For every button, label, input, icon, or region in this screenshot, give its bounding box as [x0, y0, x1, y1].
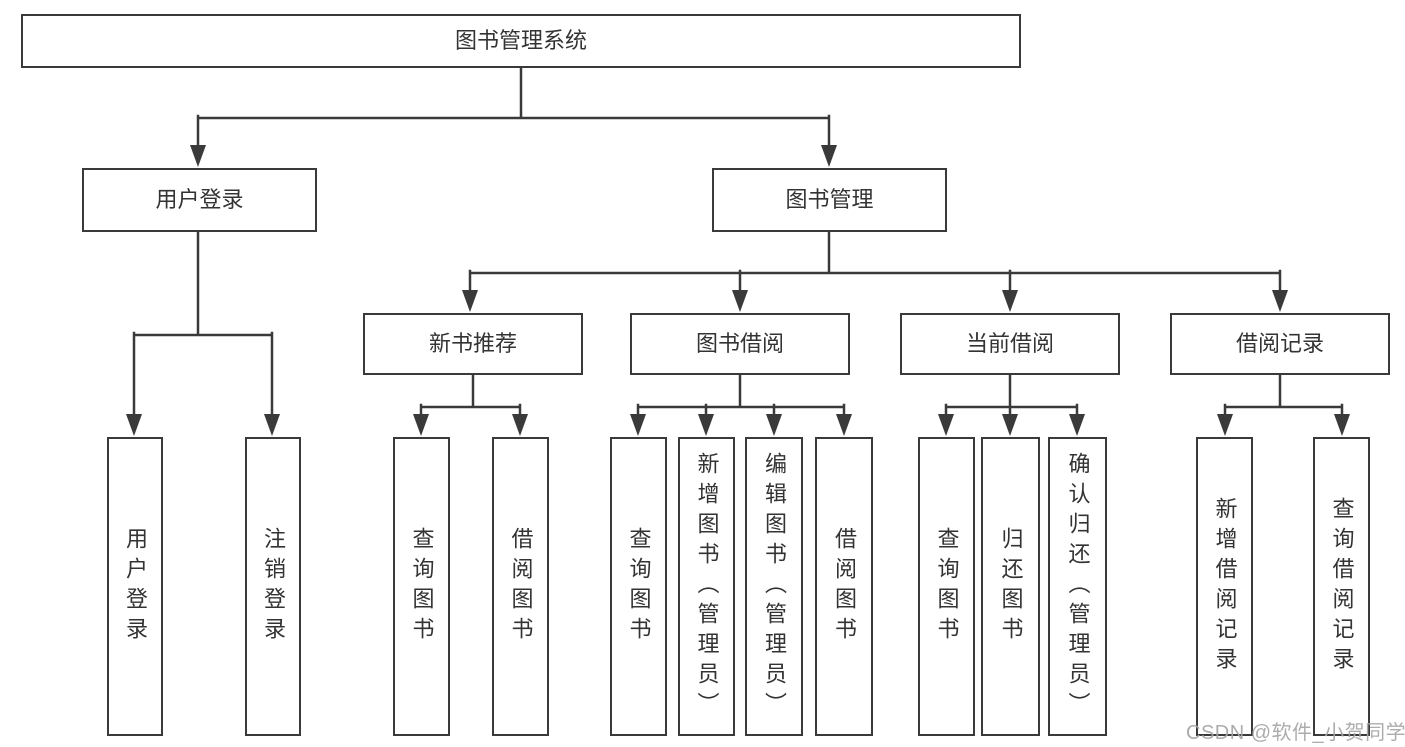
node-root-system: 图书管理系统 — [21, 14, 1021, 68]
node-current-borrow: 当前借阅 — [900, 313, 1120, 375]
leaf-logout: 注销登录 — [245, 437, 301, 736]
node-new-book-recommend: 新书推荐 — [363, 313, 583, 375]
leaf-query-books-recommend: 查询图书 — [393, 437, 450, 736]
leaf-query-borrow-record: 查询借阅记录 — [1313, 437, 1370, 736]
node-user-login: 用户登录 — [82, 168, 317, 232]
node-book-borrow: 图书借阅 — [630, 313, 850, 375]
connector-paths — [132, 66, 1344, 422]
leaf-add-borrow-record: 新增借阅记录 — [1196, 437, 1253, 736]
node-book-management: 图书管理 — [712, 168, 947, 232]
node-borrow-records: 借阅记录 — [1170, 313, 1390, 375]
leaf-query-books-current: 查询图书 — [918, 437, 975, 736]
csdn-watermark: CSDN @软件_小贺同学 — [1186, 722, 1405, 744]
leaf-edit-book-admin: 编辑图书（管理员） — [745, 437, 803, 736]
leaf-confirm-return-admin: 确认归还（管理员） — [1048, 437, 1107, 736]
leaf-borrow-books-recommend: 借阅图书 — [492, 437, 549, 736]
leaf-borrow-books: 借阅图书 — [815, 437, 873, 736]
leaf-return-book: 归还图书 — [981, 437, 1040, 736]
leaf-add-book-admin: 新增图书（管理员） — [678, 437, 735, 736]
arrowheads — [126, 145, 1350, 436]
leaf-user-login: 用户登录 — [107, 437, 163, 736]
leaf-query-books-borrow: 查询图书 — [610, 437, 667, 736]
